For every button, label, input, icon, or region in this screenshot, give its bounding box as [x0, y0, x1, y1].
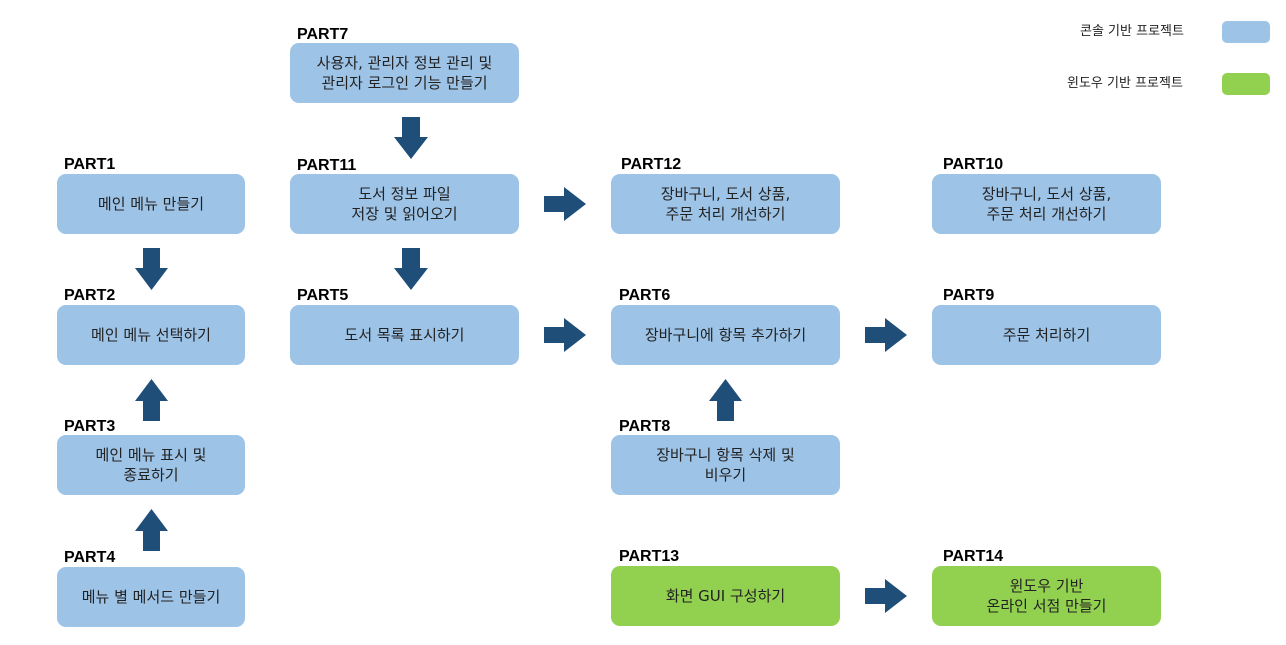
legend-window-label: 윈도우 기반 프로젝트: [1067, 76, 1183, 91]
part7-label: PART7: [297, 26, 349, 43]
part8-box: 장바구니 항목 삭제 및 비우기: [611, 435, 840, 495]
part1-box: 메인 메뉴 만들기: [57, 174, 245, 234]
part6-label: PART6: [619, 287, 671, 304]
part11-box: 도서 정보 파일 저장 및 읽어오기: [290, 174, 519, 234]
part14-label: PART14: [943, 548, 1004, 565]
legend-window-swatch: [1222, 73, 1270, 95]
arrow-part1-to-part2: [135, 248, 168, 290]
arrow-part6-to-part9: [865, 318, 907, 352]
arrow-part7-to-part11: [394, 117, 428, 159]
arrow-part3-to-part2: [135, 379, 168, 421]
part7-box: 사용자, 관리자 정보 관리 및 관리자 로그인 기능 만들기: [290, 43, 519, 103]
part10-label: PART10: [943, 156, 1004, 173]
legend-console-swatch: [1222, 21, 1270, 43]
part4-label: PART4: [64, 549, 116, 566]
part6-box: 장바구니에 항목 추가하기: [611, 305, 840, 365]
arrow-part11-to-part5: [394, 248, 428, 290]
part3-box: 메인 메뉴 표시 및 종료하기: [57, 435, 245, 495]
arrow-part8-to-part6: [709, 379, 742, 421]
legend-console-label: 콘솔 기반 프로젝트: [1080, 24, 1184, 39]
part12-box: 장바구니, 도서 상품, 주문 처리 개선하기: [611, 174, 840, 234]
arrow-part13-to-part14: [865, 579, 907, 613]
part3-label: PART3: [64, 418, 116, 435]
part5-label: PART5: [297, 287, 349, 304]
part5-box: 도서 목록 표시하기: [290, 305, 519, 365]
part12-label: PART12: [621, 156, 682, 173]
part2-box: 메인 메뉴 선택하기: [57, 305, 245, 365]
part14-box: 윈도우 기반 온라인 서점 만들기: [932, 566, 1161, 626]
part11-label: PART11: [297, 157, 357, 174]
arrow-part5-to-part6: [544, 318, 586, 352]
part13-box: 화면 GUI 구성하기: [611, 566, 840, 626]
part13-label: PART13: [619, 548, 680, 565]
part10-box: 장바구니, 도서 상품, 주문 처리 개선하기: [932, 174, 1161, 234]
part2-label: PART2: [64, 287, 116, 304]
part8-label: PART8: [619, 418, 671, 435]
part4-box: 메뉴 별 메서드 만들기: [57, 567, 245, 627]
part9-label: PART9: [943, 287, 995, 304]
arrow-part4-to-part3: [135, 509, 168, 551]
part9-box: 주문 처리하기: [932, 305, 1161, 365]
part1-label: PART1: [64, 156, 116, 173]
arrow-part11-to-part12: [544, 187, 586, 221]
